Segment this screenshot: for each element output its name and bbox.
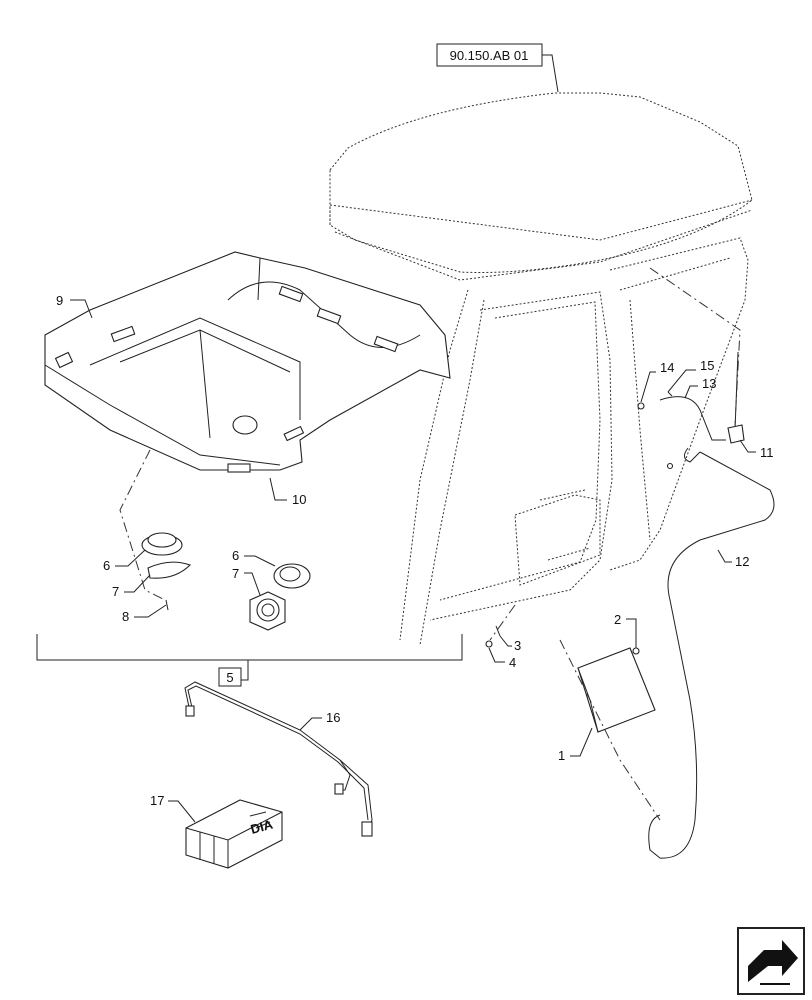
callout-12: 12 <box>717 549 749 569</box>
fastener-pair <box>485 604 516 648</box>
cab-frame-outline <box>399 237 749 646</box>
callout-13: 13 <box>684 376 716 399</box>
callout-3: 3 <box>499 635 521 653</box>
svg-text:4: 4 <box>509 655 516 670</box>
headliner-panel <box>44 251 451 473</box>
svg-text:16: 16 <box>326 710 340 725</box>
cover-plate <box>559 639 661 821</box>
reference-box-label: 90.150.AB 01 <box>450 48 529 63</box>
svg-text:11: 11 <box>760 445 774 460</box>
speaker-left <box>141 532 192 611</box>
callout-9: 9 <box>56 293 93 319</box>
svg-text:1: 1 <box>558 748 565 763</box>
callout-11: 11 <box>739 439 774 460</box>
callout-7-right: 7 <box>232 566 261 596</box>
svg-text:7: 7 <box>112 584 119 599</box>
callout-8: 8 <box>122 604 167 624</box>
svg-text:3: 3 <box>514 638 521 653</box>
svg-text:8: 8 <box>122 609 129 624</box>
kit-box-lettering: DIA <box>249 816 275 836</box>
svg-text:12: 12 <box>735 554 749 569</box>
svg-text:15: 15 <box>700 358 714 373</box>
callout-15: 15 <box>667 358 714 393</box>
svg-text:13: 13 <box>702 376 716 391</box>
callout-6-right: 6 <box>232 548 276 567</box>
callout-7-left: 7 <box>112 574 151 599</box>
antenna-mount <box>637 267 745 470</box>
svg-text:2: 2 <box>614 612 621 627</box>
callout-4: 4 <box>488 647 516 670</box>
svg-text:6: 6 <box>103 558 110 573</box>
svg-text:6: 6 <box>232 548 239 563</box>
callout-2: 2 <box>614 612 640 655</box>
cab-roof-outline <box>329 92 753 281</box>
svg-text:10: 10 <box>292 492 306 507</box>
svg-text:5: 5 <box>226 670 233 685</box>
reference-box[interactable]: 90.150.AB 01 <box>436 43 559 93</box>
callout-10: 10 <box>269 477 306 507</box>
callout-14: 14 <box>640 360 674 403</box>
callout-16: 16 <box>299 710 340 731</box>
antenna-cable <box>648 447 775 859</box>
callout-17: 17 <box>150 793 196 823</box>
svg-text:14: 14 <box>660 360 674 375</box>
callout-6-left: 6 <box>103 549 146 573</box>
next-page-arrow-icon[interactable] <box>737 927 805 995</box>
speaker-right <box>249 563 311 631</box>
svg-text:9: 9 <box>56 293 63 308</box>
svg-text:17: 17 <box>150 793 164 808</box>
callout-1: 1 <box>558 727 593 763</box>
wiring-harness <box>184 681 373 837</box>
group-bracket-5: 5 <box>36 634 463 687</box>
assembly-link-line <box>119 449 166 601</box>
svg-text:7: 7 <box>232 566 239 581</box>
kit-box: DIA <box>185 799 283 869</box>
